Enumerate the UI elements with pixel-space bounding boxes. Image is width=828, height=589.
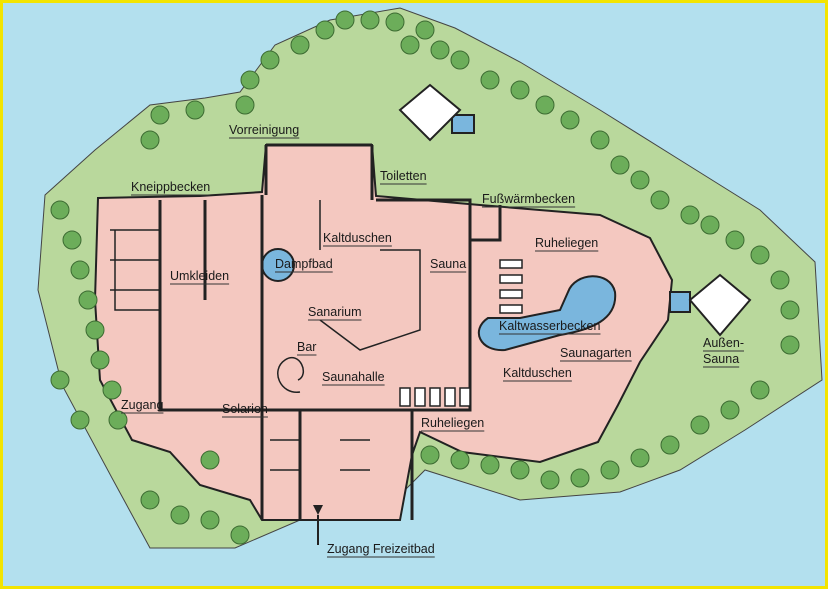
tree (385, 12, 405, 32)
tree (415, 20, 435, 40)
label-ruheliegen-bottom: Ruheliegen (421, 416, 484, 430)
label-vorreinigung: Vorreinigung (229, 123, 299, 137)
tree (420, 445, 440, 465)
tree (510, 80, 530, 100)
label-saunahalle: Saunahalle (322, 370, 385, 384)
tree (140, 130, 160, 150)
walls (110, 83, 752, 545)
tree (450, 450, 470, 470)
label-aussen-sauna-1: Außen- (703, 336, 744, 350)
tree (240, 70, 260, 90)
tree (108, 410, 128, 430)
tree (315, 20, 335, 40)
tree (560, 110, 580, 130)
tree (780, 300, 800, 320)
entrance-arrow-icon (313, 505, 323, 515)
tree (540, 470, 560, 490)
tree (200, 450, 220, 470)
tree (335, 10, 355, 30)
kneippbecken-pool (451, 114, 475, 134)
label-fusswaermbecken: Fußwärmbecken (482, 192, 575, 206)
tree (90, 350, 110, 370)
tree (750, 245, 770, 265)
loungers (399, 259, 523, 407)
tree (480, 455, 500, 475)
label-zugang-freizeitbad: Zugang Freizeitbad (327, 542, 435, 556)
tree (260, 50, 280, 70)
tree (70, 260, 90, 280)
label-umkleiden: Umkleiden (170, 269, 229, 283)
outdoor-sauna-hut-east (688, 273, 752, 337)
trees (50, 10, 800, 545)
tree (70, 410, 90, 430)
tree (750, 380, 770, 400)
tree (150, 105, 170, 125)
tree (50, 370, 70, 390)
tree (200, 510, 220, 530)
tree (102, 380, 122, 400)
tree (770, 270, 790, 290)
tree (700, 215, 720, 235)
tree (185, 100, 205, 120)
aussen-sauna-pool (669, 291, 691, 313)
tree (630, 170, 650, 190)
label-kaltwasserbecken: Kaltwasserbecken (499, 319, 600, 333)
tree (480, 70, 500, 90)
label-dampfbad: Dampfbad (275, 257, 333, 271)
label-kaltduschen-bottom: Kaltduschen (503, 366, 572, 380)
tree (78, 290, 98, 310)
label-saunagarten: Saunagarten (560, 346, 632, 360)
tree (780, 335, 800, 355)
tree (720, 400, 740, 420)
label-toiletten: Toiletten (380, 169, 427, 183)
tree (140, 490, 160, 510)
tree (630, 448, 650, 468)
label-sauna: Sauna (430, 257, 466, 271)
tree (650, 190, 670, 210)
tree (360, 10, 380, 30)
label-bar: Bar (297, 340, 316, 354)
tree (85, 320, 105, 340)
tree (62, 230, 82, 250)
tree (170, 505, 190, 525)
tree (235, 95, 255, 115)
label-sanarium: Sanarium (308, 305, 362, 319)
label-ruheliegen-top: Ruheliegen (535, 236, 598, 250)
tree (600, 460, 620, 480)
room-labels: VorreinigungToilettenKneippbeckenFußwärm… (121, 123, 744, 558)
tree (680, 205, 700, 225)
tree (510, 460, 530, 480)
tree (690, 415, 710, 435)
kaltwasserbecken-pool (477, 275, 617, 352)
label-aussen-sauna-2: Sauna (703, 352, 739, 366)
tree (610, 155, 630, 175)
label-kneippbecken: Kneippbecken (131, 180, 210, 194)
bar-counter (277, 357, 304, 393)
tree (590, 130, 610, 150)
label-kaltduschen-top: Kaltduschen (323, 231, 392, 245)
label-zugang: Zugang (121, 398, 163, 412)
tree (230, 525, 250, 545)
tree (400, 35, 420, 55)
tree (290, 35, 310, 55)
tree (430, 40, 450, 60)
tree (725, 230, 745, 250)
tree (450, 50, 470, 70)
tree (570, 468, 590, 488)
outdoor-sauna-hut-north (398, 83, 462, 142)
tree (660, 435, 680, 455)
tree (535, 95, 555, 115)
label-solarien: Solarien (222, 402, 268, 416)
tree (50, 200, 70, 220)
